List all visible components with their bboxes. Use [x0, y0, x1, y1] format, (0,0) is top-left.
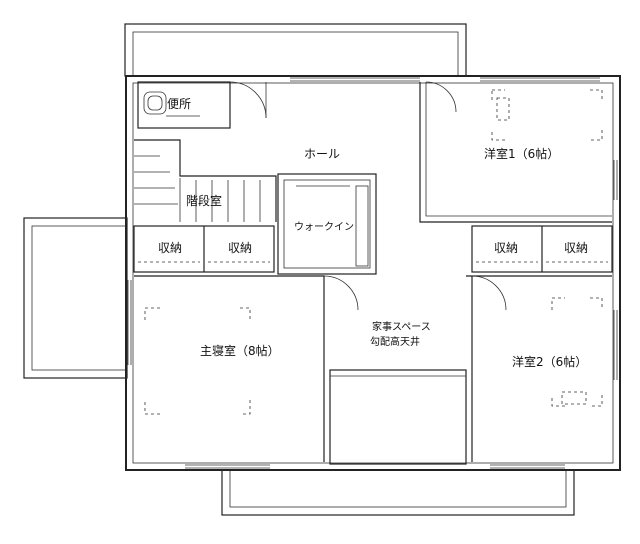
- storage-label-1: 収納: [158, 241, 182, 255]
- walkin-closet-label: ウォークイン: [294, 221, 354, 233]
- storage-row-right: [471, 225, 613, 273]
- western-room-2-label: 洋室2（6帖）: [512, 354, 587, 369]
- storage-row-left: [133, 225, 275, 273]
- storage-label-2: 収納: [228, 241, 252, 255]
- stairs-label: 階段室: [186, 193, 222, 208]
- western-room-2: [466, 275, 612, 462]
- storage-label-4: 収納: [564, 241, 588, 255]
- master-bedroom-label: 主寝室（8帖）: [200, 343, 280, 358]
- housework-label-line1: 家事スペース: [372, 320, 431, 333]
- walkin-closet: [277, 173, 377, 275]
- toilet-room: [137, 81, 267, 129]
- windows: [127, 77, 618, 469]
- toilet-label: 便所: [167, 97, 191, 111]
- exterior-walls: [125, 75, 621, 471]
- storage-label-3: 収納: [494, 241, 518, 255]
- balcony-left: [23, 217, 128, 379]
- western-room-1: [419, 81, 612, 223]
- balcony-bottom: [221, 469, 575, 516]
- western-room-1-label: 洋室1（6帖）: [484, 146, 559, 161]
- housework-label-line2: 勾配高天井: [370, 335, 420, 348]
- stair-hall: [134, 139, 277, 222]
- master-bedroom: [134, 275, 359, 462]
- housework-space: [329, 369, 467, 465]
- balcony-top: [124, 23, 467, 77]
- hall-label: ホール: [304, 147, 340, 161]
